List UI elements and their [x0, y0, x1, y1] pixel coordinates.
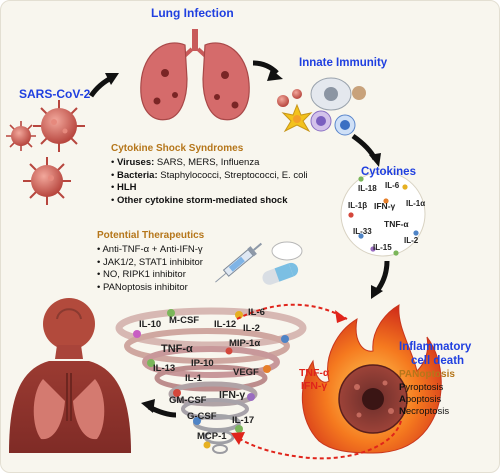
cytokine-label-ifn: IFN-γ [374, 201, 396, 211]
storm-label-il1: IL-1 [185, 373, 202, 384]
cytokine-cluster [340, 171, 426, 257]
pills-icon [262, 241, 303, 285]
storm-label-mcp1: MCP-1 [197, 431, 227, 442]
side-label-ifn: IFN-γ [301, 380, 328, 392]
storm-dots [133, 309, 289, 449]
feedback-loop [230, 303, 402, 460]
storm-label-ip10: IP-10 [191, 358, 214, 369]
therapeutic-item: • NO, RIPK1 inhibitor [97, 269, 186, 280]
css-list: • Viruses: SARS, MERS, Influenza • Bacte… [111, 157, 308, 207]
cytokines-title: Cytokines [361, 166, 416, 178]
storm-label-mip: MIP-1α [229, 338, 261, 349]
virus-icon [6, 121, 36, 151]
panoptosis-heading: PANoptosis [399, 369, 455, 380]
storm-label-ifn: IFN-γ [219, 389, 246, 401]
sars-cov-2-title: SARS-CoV-2 [19, 87, 91, 101]
virus-icon [33, 100, 85, 152]
storm-label-il10: IL-10 [139, 319, 162, 330]
virus-icon [23, 157, 71, 205]
css-item: • Bacteria: Staphylococci, Streptococci,… [111, 169, 308, 181]
inflammatory-title-line1: Inflammatory [399, 341, 472, 353]
storm-label-il12: IL-12 [214, 319, 237, 330]
cytokine-label: IL-15 [373, 243, 392, 252]
loop-arrowheads [231, 310, 347, 445]
panoptosis-list: Pyroptosis Apoptosis Necroptosis [399, 382, 449, 418]
storm-label-mcsf: M-CSF [169, 315, 200, 326]
lung-infection-title: Lung Infection [151, 6, 234, 20]
cytokine-label: IL-6 [385, 181, 400, 190]
immune-cells-icon [277, 77, 366, 136]
panoptosis-item: Pyroptosis [399, 382, 444, 393]
css-item: • HLH [111, 182, 137, 193]
storm-label-il17: IL-17 [232, 415, 255, 426]
css-item: • Viruses: SARS, MERS, Influenza [111, 157, 260, 168]
inflammatory-fire-icon [301, 304, 442, 454]
cytokine-label: IL-2 [404, 236, 419, 245]
therapeutic-item: • JAK1/2, STAT1 inhibitor [97, 256, 203, 268]
cytokine-label: IL-33 [353, 227, 372, 236]
cytokine-label: IL-1α [406, 199, 426, 208]
cytokine-label: IL-1β [348, 201, 368, 210]
innate-immunity-title: Innate Immunity [299, 57, 388, 69]
syringe-icon [215, 242, 263, 283]
therapeutic-item: • PANoptosis inhibitor [97, 281, 188, 293]
therapeutics-heading: Potential Therapeutics [97, 230, 205, 241]
storm-label-vegf: VEGF [233, 367, 259, 378]
virus-group [6, 100, 85, 205]
storm-label-tnf: TNF-α [161, 343, 193, 355]
flow-arrows [88, 60, 390, 418]
storm-label-gmcsf: GM-CSF [169, 395, 207, 406]
human-body-icon [9, 298, 131, 453]
lungs-icon [140, 29, 250, 121]
css-item: • Other cytokine storm-mediated shock [111, 194, 288, 206]
inflammatory-title-line2: cell death [411, 355, 465, 367]
storm-label-gcsf: G-CSF [187, 411, 217, 422]
css-heading: Cytokine Shock Syndromes [111, 143, 244, 154]
panoptosis-item: Apoptosis [399, 394, 442, 405]
cytokine-storm [115, 307, 307, 454]
panoptosis-item: Necroptosis [399, 406, 450, 417]
therapeutics-list: • Anti-TNF-α + Anti-IFN-γ • JAK1/2, STAT… [97, 244, 203, 294]
cytokine-label-tnf: TNF-α [384, 219, 409, 229]
cytokine-label: IL-18 [358, 184, 377, 193]
storm-label-il13: IL-13 [153, 363, 176, 374]
therapeutic-item: • Anti-TNF-α + Anti-IFN-γ [97, 244, 203, 255]
storm-label-il2: IL-2 [243, 323, 260, 334]
storm-label-il6: IL-6 [248, 307, 265, 318]
side-label-tnf: TNF-α [299, 367, 330, 379]
